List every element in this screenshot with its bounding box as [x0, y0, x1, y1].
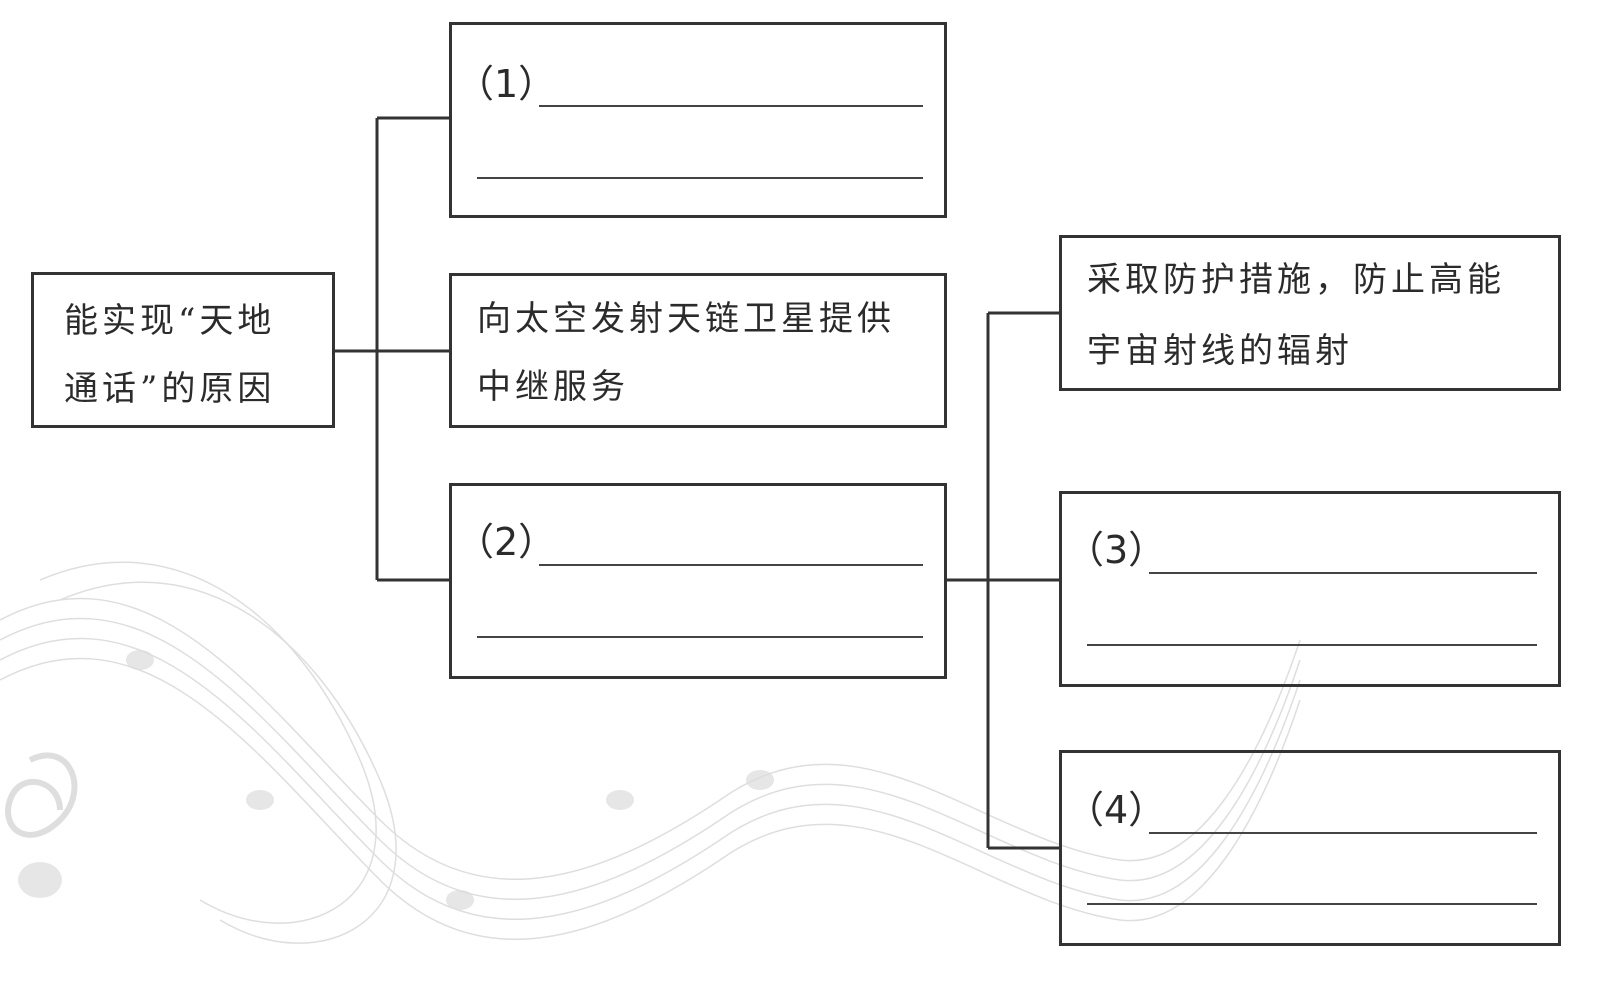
answer-box-1: （1） — [449, 22, 947, 218]
answer-box-3: （3） — [1059, 491, 1561, 687]
relay-service-box: 向太空发射天链卫星提供 中继服务 — [449, 273, 947, 428]
answer-blank-3a[interactable] — [1149, 572, 1537, 574]
answer-blank-4a[interactable] — [1149, 832, 1537, 834]
answer-number-2: （2） — [456, 520, 557, 564]
answer-blank-1a[interactable] — [539, 105, 923, 107]
answer-blank-2b[interactable] — [477, 636, 923, 638]
relay-service-line-2: 中继服务 — [477, 367, 629, 407]
root-cause-box: 能实现“天地 通话”的原因 — [31, 272, 335, 428]
answer-box-2: （2） — [449, 483, 947, 679]
answer-blank-1b[interactable] — [477, 177, 923, 179]
radiation-protection-line-2: 宇宙射线的辐射 — [1087, 331, 1353, 371]
answer-blank-2a[interactable] — [539, 564, 923, 566]
radiation-protection-box: 采取防护措施，防止高能 宇宙射线的辐射 — [1059, 235, 1561, 391]
answer-number-4: （4） — [1066, 788, 1167, 832]
relay-service-line-1: 向太空发射天链卫星提供 — [477, 299, 895, 339]
answer-blank-3b[interactable] — [1087, 644, 1537, 646]
answer-blank-4b[interactable] — [1087, 903, 1537, 905]
answer-number-1: （1） — [456, 62, 557, 106]
answer-box-4: （4） — [1059, 750, 1561, 946]
answer-number-3: （3） — [1066, 528, 1167, 572]
radiation-protection-line-1: 采取防护措施，防止高能 — [1087, 260, 1505, 300]
root-cause-line-2: 通话”的原因 — [64, 369, 276, 409]
root-cause-line-1: 能实现“天地 — [64, 301, 276, 341]
